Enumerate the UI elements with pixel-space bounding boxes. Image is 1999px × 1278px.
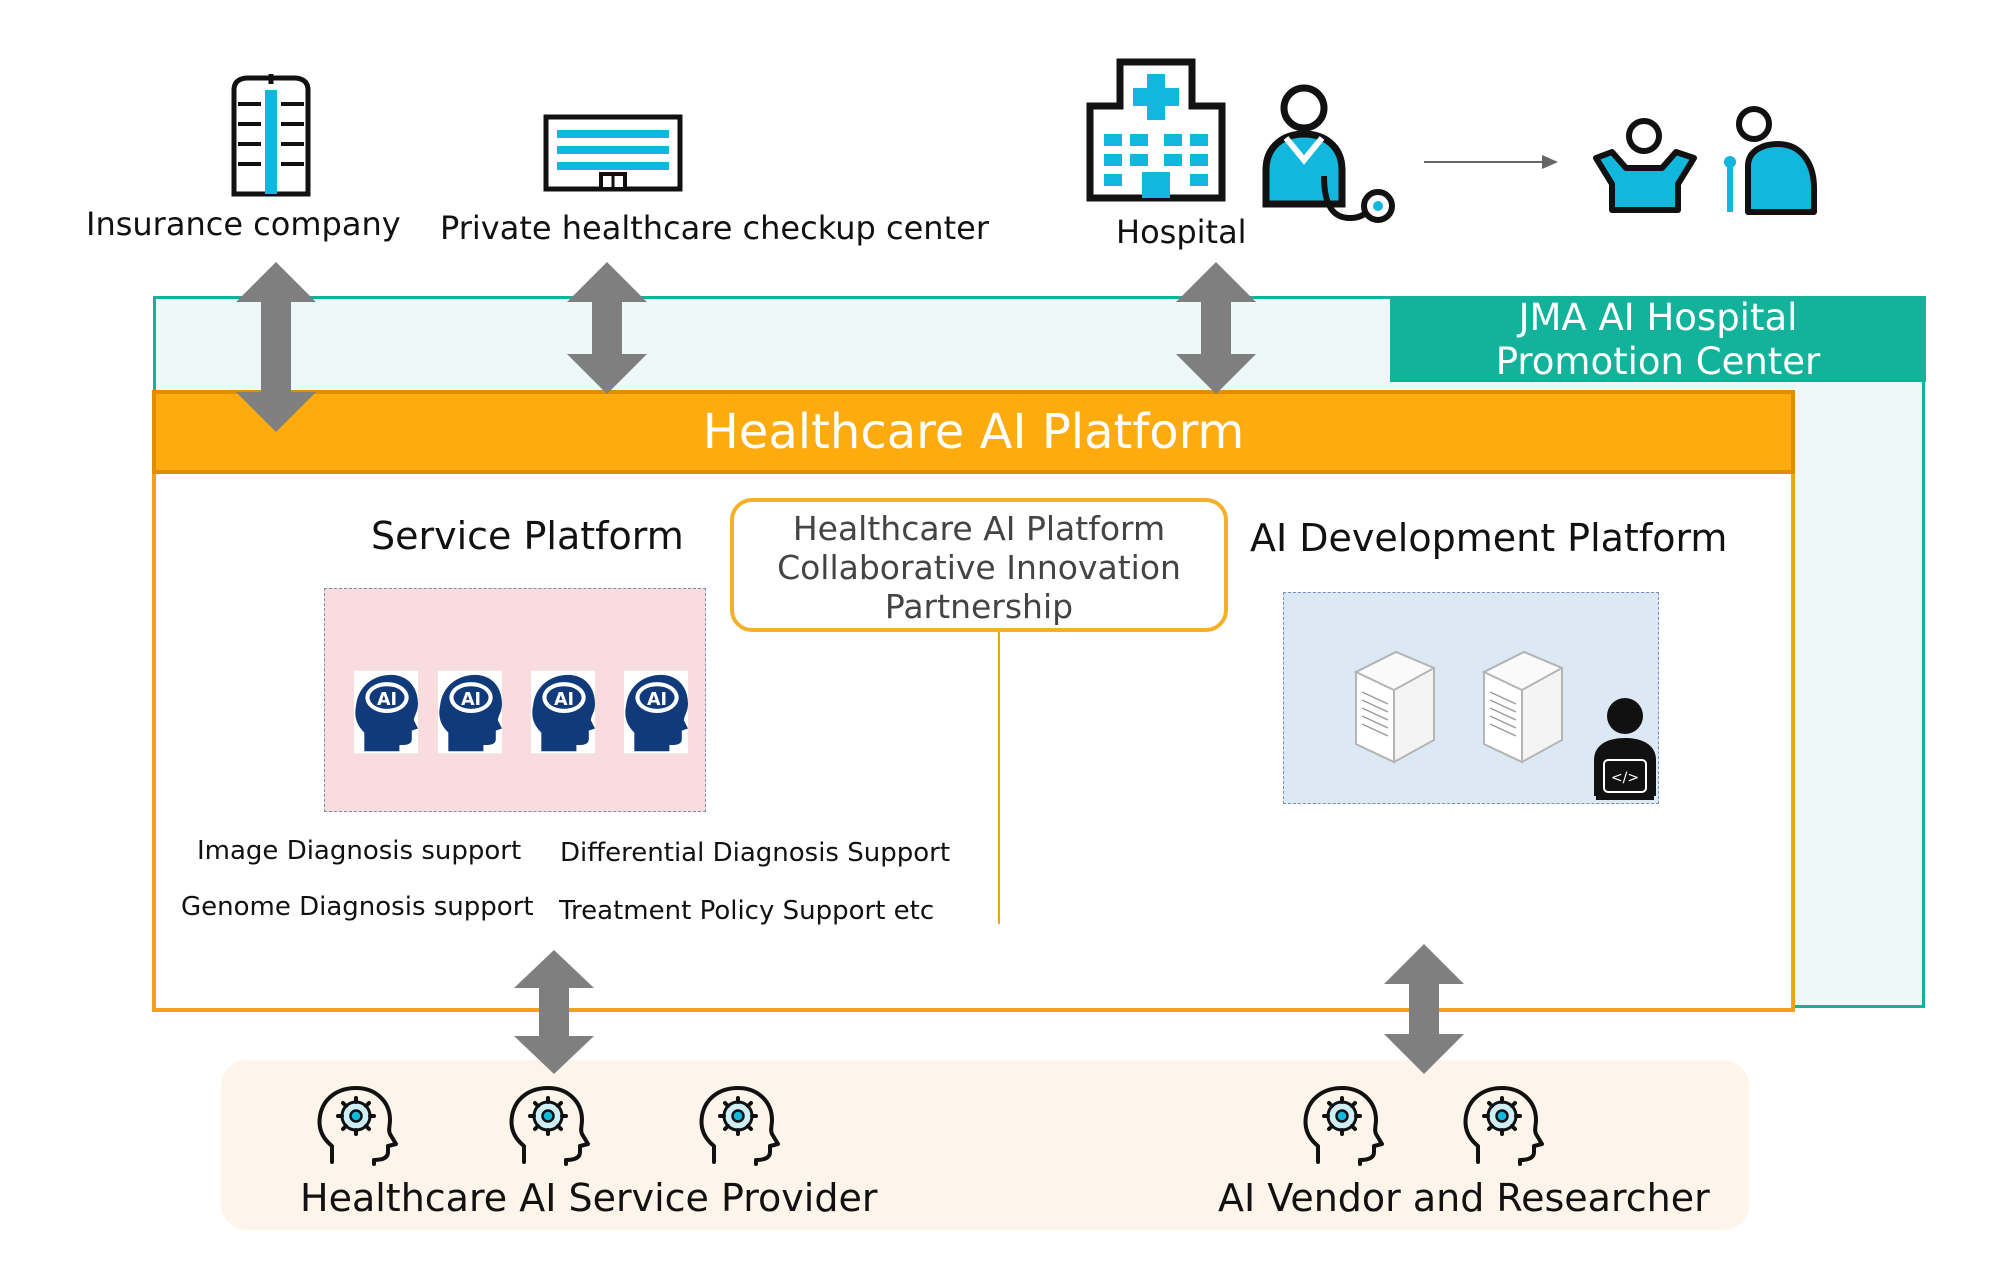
ai-badge-text: AI <box>377 690 397 710</box>
ai-head-icon: AI <box>624 670 688 754</box>
ai-development-platform-title: AI Development Platform <box>1250 516 1728 560</box>
platform-title-bar: Healthcare AI Platform <box>152 390 1795 474</box>
caregiver-icon <box>1724 106 1817 215</box>
insurance-double-arrow <box>236 262 316 432</box>
promotion-center-line1: JMA AI Hospital <box>1518 296 1798 339</box>
service-platform-title: Service Platform <box>371 514 684 558</box>
server-icon <box>1483 651 1563 763</box>
ai-badge-text: AI <box>647 690 667 710</box>
partnership-line1: Healthcare AI Platform <box>792 509 1166 548</box>
promotion-center-banner: JMA AI Hospital Promotion Center <box>1390 296 1926 383</box>
office-building-icon <box>231 74 311 197</box>
service-provider-label: Healthcare AI Service Provider <box>300 1176 878 1220</box>
checkup-center-label: Private healthcare checkup center <box>440 209 989 247</box>
hospital-icon <box>1086 58 1226 202</box>
platform-title: Healthcare AI Platform <box>702 404 1245 460</box>
patient-icon <box>1593 118 1697 213</box>
genome-diagnosis-label: Genome Diagnosis support <box>181 892 534 922</box>
doctor-stethoscope-icon <box>1262 84 1395 223</box>
server-icon <box>1355 651 1435 763</box>
ai-badge-text: AI <box>461 690 481 710</box>
treatment-policy-label: Treatment Policy Support etc <box>559 896 935 926</box>
flow-arrow <box>1424 155 1558 169</box>
developer-laptop-icon: </> <box>1594 698 1656 800</box>
ai-head-icon: AI <box>354 670 418 754</box>
head-gear-icon <box>1463 1086 1544 1166</box>
ai-head-icon: AI <box>438 670 502 754</box>
svg-text:</>: </> <box>1611 770 1639 786</box>
insurance-company-label: Insurance company <box>86 205 401 243</box>
vendor-double-arrow <box>1384 944 1464 1074</box>
head-gear-icon <box>1303 1086 1384 1166</box>
promotion-center-line2: Promotion Center <box>1495 340 1821 383</box>
provider-double-arrow <box>514 950 594 1074</box>
hospital-label: Hospital <box>1116 213 1247 251</box>
image-diagnosis-label: Image Diagnosis support <box>197 836 522 866</box>
head-gear-icon <box>699 1086 780 1166</box>
partnership-line2: Collaborative Innovation <box>777 548 1181 587</box>
vendor-researcher-label: AI Vendor and Researcher <box>1218 1176 1710 1220</box>
partnership-box: Healthcare AI Platform Collaborative Inn… <box>730 498 1228 632</box>
ai-head-icon: AI <box>531 670 595 754</box>
partnership-line3: Partnership <box>884 587 1074 626</box>
clinic-building-icon <box>543 114 683 192</box>
ai-badge-text: AI <box>554 690 574 710</box>
differential-diagnosis-label: Differential Diagnosis Support <box>560 838 951 868</box>
hospital-double-arrow <box>1176 262 1256 394</box>
checkup-double-arrow <box>567 262 647 394</box>
head-gear-icon <box>317 1086 398 1166</box>
head-gear-icon <box>509 1086 590 1166</box>
partnership-connector <box>998 632 1000 924</box>
